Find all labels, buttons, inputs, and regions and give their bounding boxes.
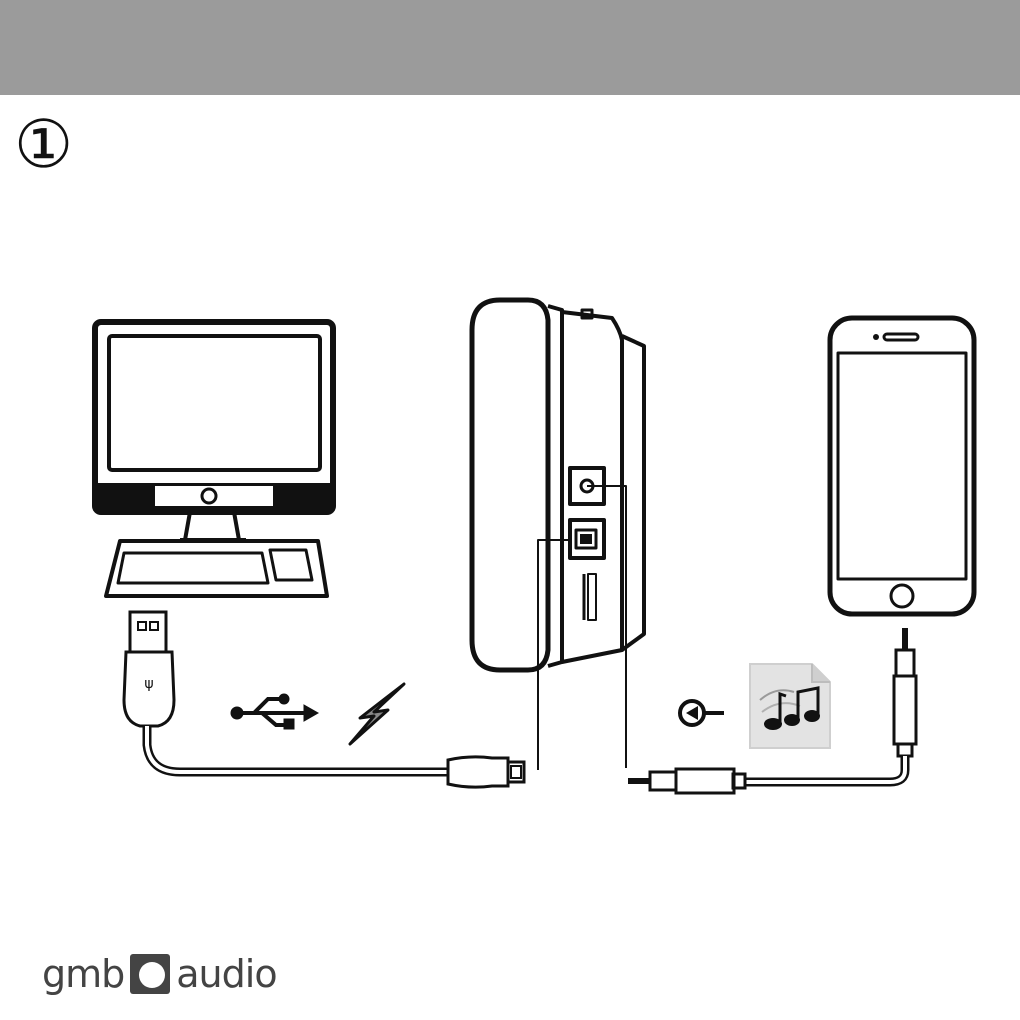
- smartphone-icon: [830, 318, 974, 614]
- desktop-computer-icon: [95, 322, 333, 596]
- svg-text:ψ: ψ: [144, 676, 153, 692]
- brand-logo: gmb audio: [42, 948, 277, 1000]
- audio-input-icon: [680, 701, 724, 725]
- usb-symbol-icon: [231, 694, 318, 729]
- lightning-charge-icon: [350, 684, 404, 744]
- logo-text-right: audio: [176, 952, 276, 996]
- logo-text-left: gmb: [42, 952, 124, 996]
- usb-cable: ψ: [124, 612, 524, 787]
- headphone-side-view-icon: [472, 300, 644, 770]
- logo-mark-icon: [128, 952, 172, 996]
- music-file-icon: [750, 664, 830, 748]
